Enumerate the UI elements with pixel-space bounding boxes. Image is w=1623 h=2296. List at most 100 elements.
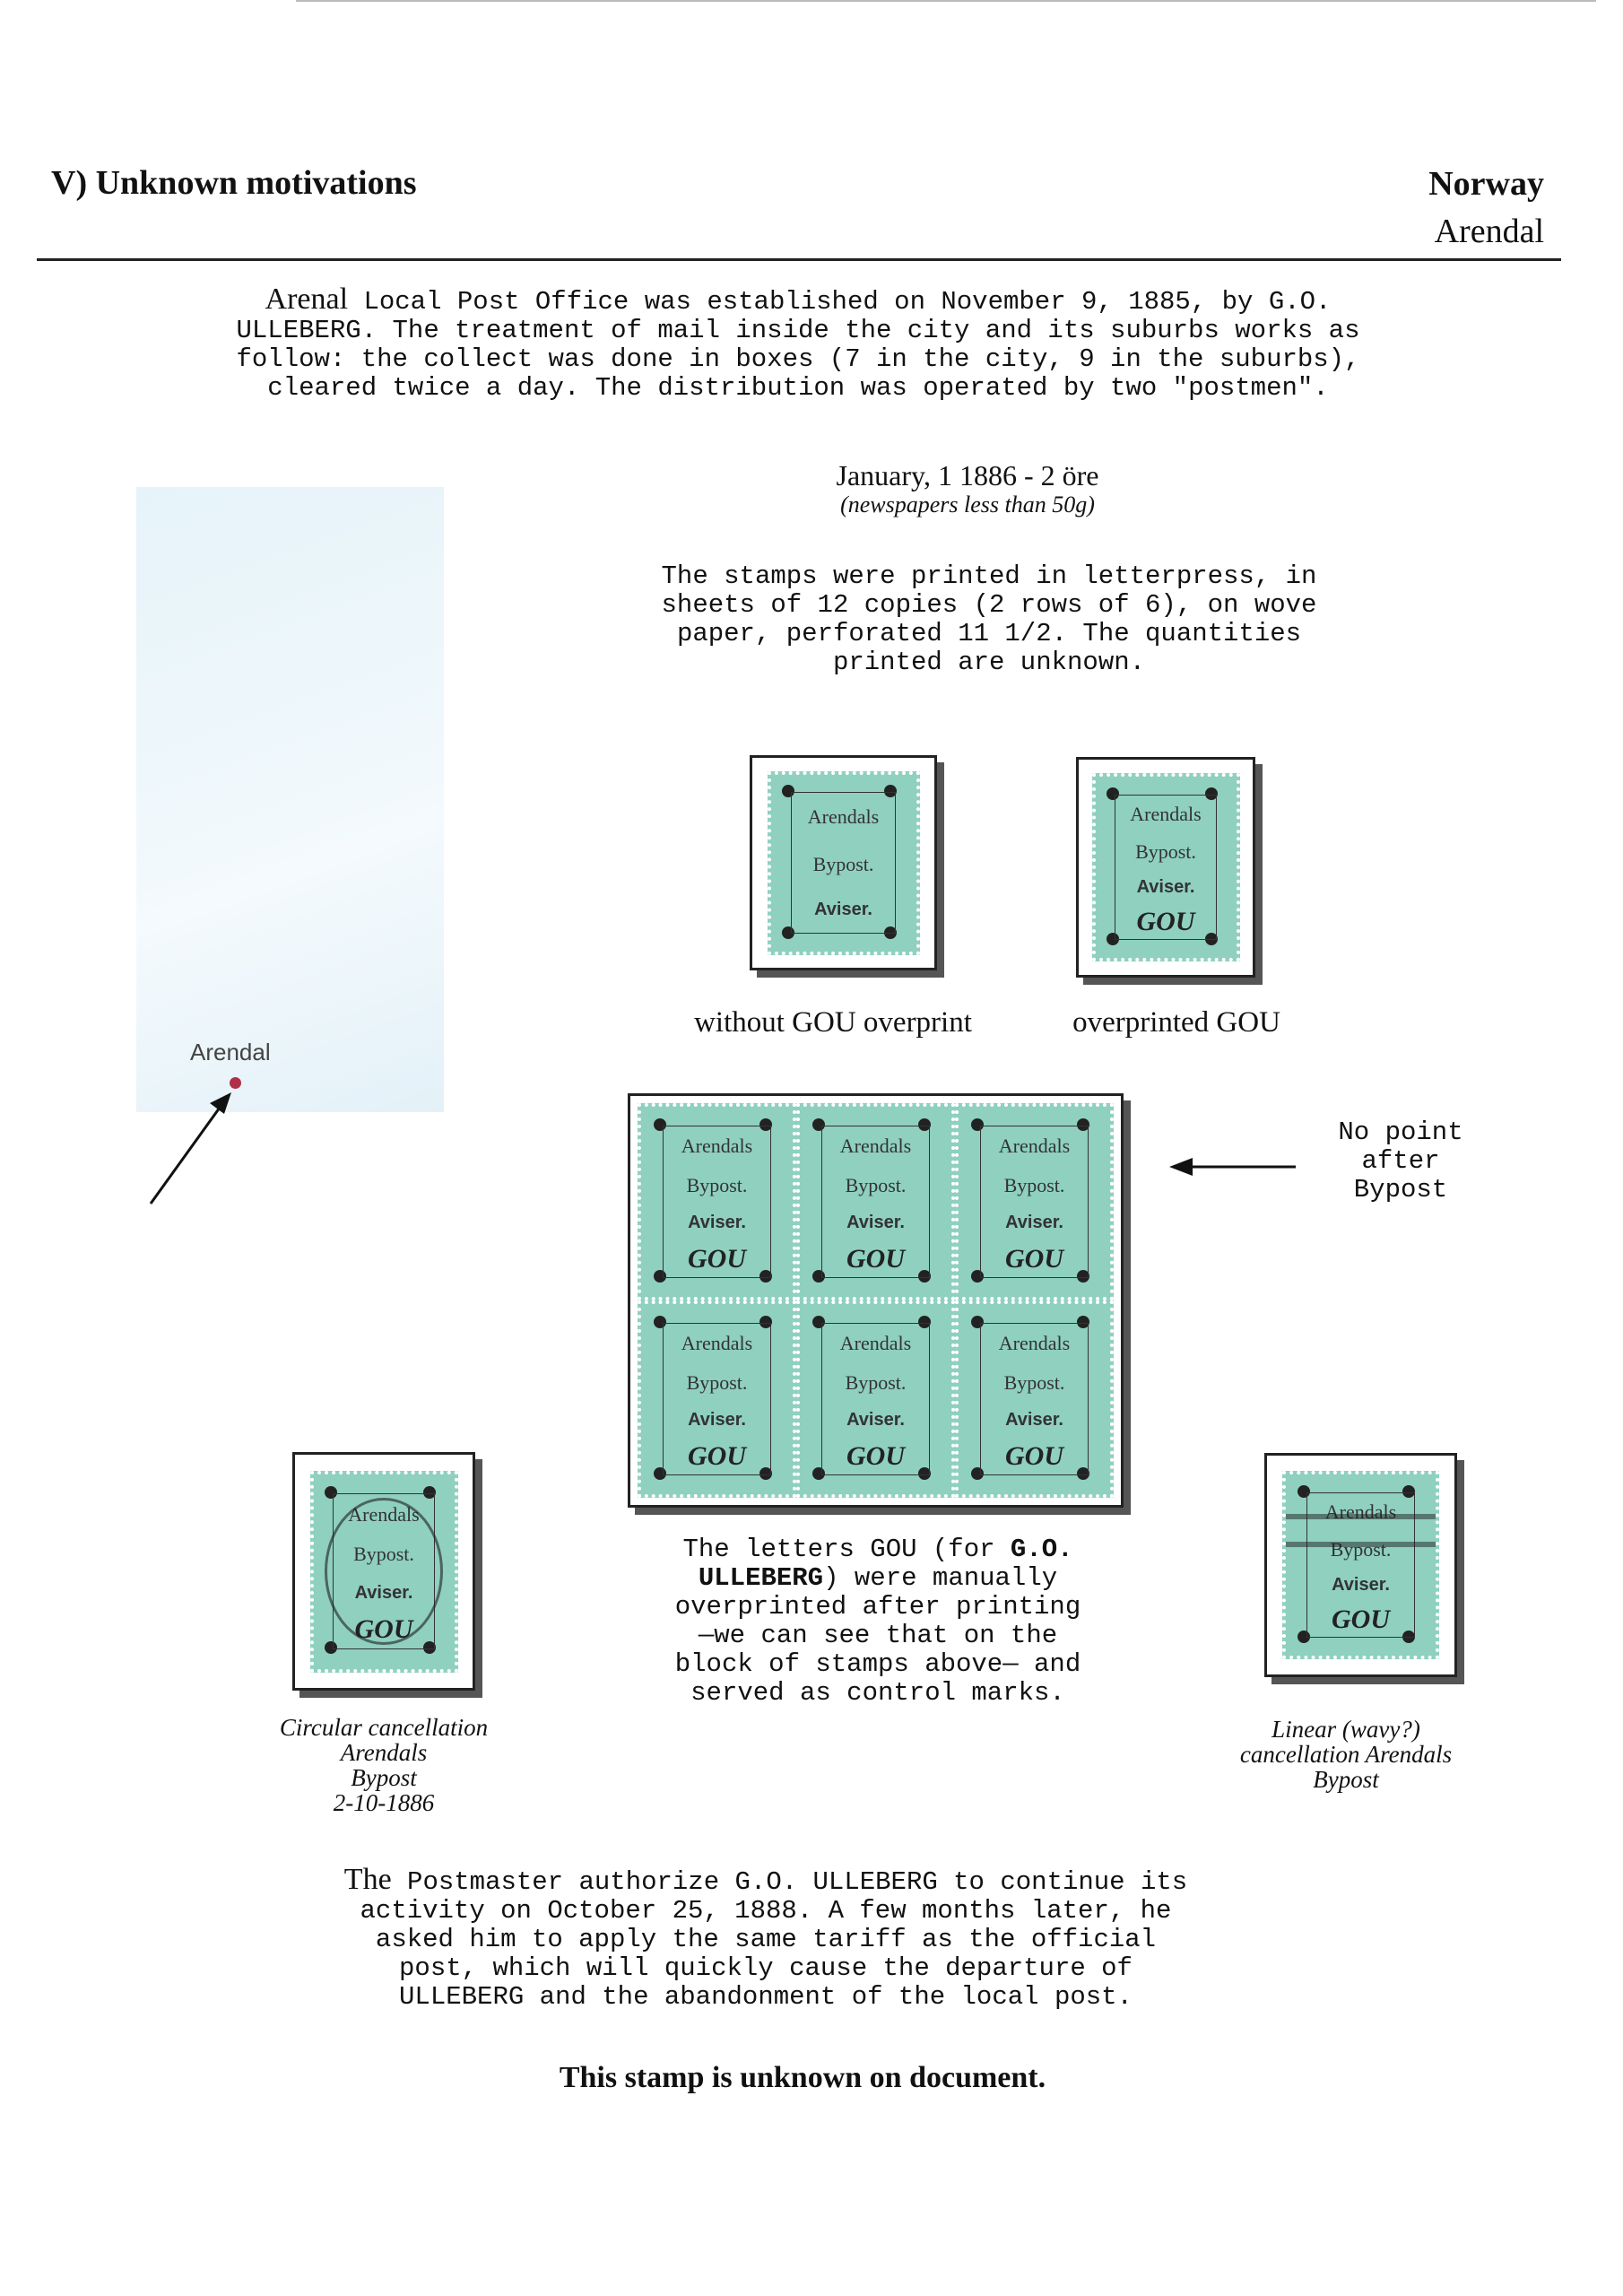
closing-lead: The: [343, 1863, 392, 1896]
corner-dot-icon: [883, 785, 897, 798]
top-border: [296, 0, 1596, 2]
caption-overprinted-gou: overprinted GOU: [1072, 1006, 1280, 1039]
city-label: Arendal: [1434, 213, 1544, 250]
stamp-text-overprint: GOU: [1332, 1604, 1390, 1634]
caption-circular-cancellation: Circular cancellation Arendals Bypost 2-…: [279, 1714, 489, 1816]
gou-text-bold: G.O. ULLEBERG: [698, 1535, 1073, 1593]
intro-lead: Arenal: [265, 283, 349, 316]
corner-dot-icon: [759, 1315, 772, 1328]
stamp-text-line1: Arendals: [998, 1332, 1071, 1355]
stamp-text-overprint: GOU: [846, 1440, 905, 1471]
corner-dot-icon: [759, 1118, 772, 1131]
issue-date: January, 1 1886 - 2 öre: [836, 459, 1099, 491]
stamp-text-line1: Arendals: [839, 1135, 912, 1158]
corner-dot-icon: [1402, 1630, 1416, 1643]
corner-dot-icon: [1107, 787, 1120, 801]
section-title: V) Unknown motivations: [51, 164, 417, 202]
stamp-text-line1: Arendals: [998, 1135, 1071, 1158]
gou-paragraph: The letters GOU (for G.O. ULLEBERG) were…: [654, 1535, 1102, 1708]
corner-dot-icon: [1076, 1118, 1089, 1131]
stamp-text-line3: Aviser.: [814, 900, 872, 920]
country-label: Norway: [1428, 165, 1544, 203]
stamp-text-overprint: GOU: [688, 1243, 746, 1274]
left-arrow-icon: [1169, 1158, 1296, 1176]
stamp-text-line3: Aviser.: [1005, 1410, 1063, 1431]
stamp-text-line1: Arendals: [681, 1332, 753, 1355]
corner-dot-icon: [422, 1485, 436, 1499]
stamp-text-line3: Aviser.: [1005, 1213, 1063, 1233]
stamp-text-overprint: GOU: [1005, 1243, 1063, 1274]
stamp-text-line2: Bypost.: [845, 1370, 907, 1394]
stamp-text-line3: Aviser.: [1332, 1575, 1390, 1596]
intro-paragraph: Arenal Local Post Office was established…: [170, 283, 1426, 403]
stamp-text-line3: Aviser.: [846, 1410, 905, 1431]
stamp-text-line1: Arendals: [807, 804, 880, 828]
corner-dot-icon: [759, 1467, 772, 1481]
final-note: This stamp is unknown on document.: [559, 2061, 1046, 2094]
stamp-text-line2: Bypost.: [812, 852, 874, 875]
corner-dot-icon: [325, 1641, 338, 1655]
corner-dot-icon: [917, 1467, 931, 1481]
corner-dot-icon: [759, 1270, 772, 1283]
stamp-text-overprint: GOU: [1005, 1440, 1063, 1471]
corner-dot-icon: [917, 1315, 931, 1328]
stamp-text-line2: Bypost.: [1135, 839, 1196, 863]
header-rule: [37, 258, 1561, 261]
map-location-dot: [230, 1077, 241, 1089]
stamp-text-line1: Arendals: [839, 1332, 912, 1355]
stamp-text-line3: Aviser.: [688, 1410, 746, 1431]
stamp-text-overprint: GOU: [846, 1243, 905, 1274]
corner-dot-icon: [422, 1641, 436, 1655]
map-norway: [136, 487, 444, 1112]
cancellation-mark: [325, 1497, 443, 1646]
corner-dot-icon: [325, 1485, 338, 1499]
stamp-text-overprint: GOU: [1136, 906, 1195, 936]
stamp-text-line3: Aviser.: [688, 1213, 746, 1233]
corner-dot-icon: [917, 1270, 931, 1283]
stamp-text-line3: Aviser.: [1136, 877, 1195, 898]
corner-dot-icon: [1076, 1467, 1089, 1481]
stamp-text-line2: Bypost.: [845, 1173, 907, 1196]
corner-dot-icon: [1204, 787, 1218, 801]
corner-dot-icon: [1076, 1270, 1089, 1283]
corner-dot-icon: [917, 1118, 931, 1131]
corner-dot-icon: [1204, 932, 1218, 945]
caption-without-gou: without GOU overprint: [694, 1006, 972, 1039]
corner-dot-icon: [1076, 1315, 1089, 1328]
stamp-text-overprint: GOU: [688, 1440, 746, 1471]
map-arrow-icon: [149, 1092, 231, 1205]
stamp-text-line3: Aviser.: [846, 1213, 905, 1233]
printing-paragraph: The stamps were printed in letterpress, …: [661, 561, 1317, 677]
map-label-arendal: Arendal: [190, 1039, 271, 1065]
stamp-text-line2: Bypost.: [686, 1370, 748, 1394]
intro-text: Local Post Office was established on Nov…: [236, 287, 1360, 403]
caption-linear-cancellation: Linear (wavy?) cancellation Arendals Byp…: [1239, 1716, 1453, 1793]
closing-paragraph: The Postmaster authorize G.O. ULLEBERG t…: [273, 1863, 1259, 2012]
gou-text-1: The letters GOU (for: [682, 1535, 1011, 1564]
corner-dot-icon: [1107, 932, 1120, 945]
cancellation-mark: [1286, 1514, 1436, 1547]
issue-note: (newspapers less than 50g): [840, 491, 1095, 517]
